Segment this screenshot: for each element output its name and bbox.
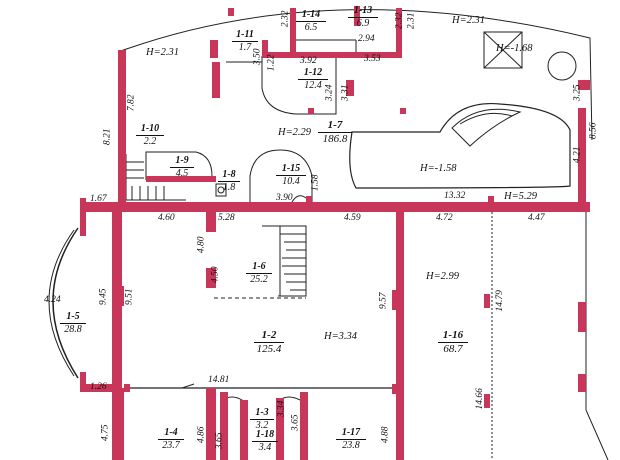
dimension-label: 4.47 xyxy=(528,213,545,223)
left-wall-lower xyxy=(112,210,122,460)
toilet-icon xyxy=(215,183,227,197)
dimension-label: 4.59 xyxy=(344,213,361,223)
dimension-label: 1.22 xyxy=(266,54,277,72)
height-label: H=2.31 xyxy=(452,15,486,26)
dimension-label: 3.50 xyxy=(252,48,263,66)
dimension-label: 8.56 xyxy=(588,122,599,140)
height-label: H=-1.68 xyxy=(496,43,533,54)
round-feature xyxy=(547,51,577,81)
dimension-label: 2.31 xyxy=(406,12,417,30)
height-label: H=2.31 xyxy=(146,47,180,58)
dimension-label: 4.75 xyxy=(100,424,111,442)
dimension-label: 1.67 xyxy=(90,194,107,204)
dimension-label: 4.21 xyxy=(572,146,583,164)
dimension-label: 14.79 xyxy=(494,290,505,312)
stair-central xyxy=(262,225,307,297)
dimension-label: 2.32 xyxy=(280,10,291,28)
dimension-label: 4.50 xyxy=(210,266,221,284)
dimension-label: 4.86 xyxy=(196,426,207,444)
height-label: H=2.99 xyxy=(426,271,460,282)
dimension-label: 14.66 xyxy=(474,388,485,410)
dimension-label: 3.53 xyxy=(364,54,381,64)
top-arc-outline xyxy=(117,9,593,141)
dimension-label: 3.31 xyxy=(340,84,351,102)
dimension-label: 14.81 xyxy=(208,375,230,385)
dimension-label: 9.57 xyxy=(378,292,389,310)
room-1-15-outline xyxy=(249,149,313,206)
height-label: H=-1.58 xyxy=(420,163,457,174)
square-marker xyxy=(483,31,523,69)
dimension-label: 2.94 xyxy=(358,34,375,44)
dimension-label: 3.65 xyxy=(290,414,301,432)
left-wall-upper xyxy=(118,50,126,210)
dimension-label: 3.65 xyxy=(214,432,225,450)
thin-lines xyxy=(48,9,609,460)
dimension-label: 2.32 xyxy=(394,12,405,30)
dimension-label: 13.32 xyxy=(444,191,466,201)
dimension-label: 4.88 xyxy=(380,426,391,444)
height-label: H=3.34 xyxy=(324,331,358,342)
dimension-label: 5.28 xyxy=(218,213,235,223)
dimension-label: 4.80 xyxy=(196,236,207,254)
walls xyxy=(80,6,590,460)
dimension-label: 1.26 xyxy=(90,382,107,392)
height-label: H=5.29 xyxy=(504,191,538,202)
dimension-label: 9.45 xyxy=(98,288,109,306)
dimension-label: 9.51 xyxy=(124,288,135,306)
right-wall xyxy=(578,108,586,212)
dimension-label: 4.24 xyxy=(44,295,61,305)
dimension-label: 4.72 xyxy=(436,213,453,223)
room-1-16-diagonal xyxy=(585,210,609,460)
height-label: H=2.29 xyxy=(278,127,312,138)
dimension-label: 3.92 xyxy=(300,56,317,66)
dimension-label: 7.82 xyxy=(126,94,137,112)
dimension-label: 3.24 xyxy=(324,84,335,102)
dimension-label: 4.60 xyxy=(158,213,175,223)
dimension-label: 3.90 xyxy=(276,193,293,203)
dimension-label: 3.25 xyxy=(572,84,583,102)
dimension-label: 8.21 xyxy=(102,128,113,146)
dimension-label: 3.34 xyxy=(276,400,287,418)
bay-window-arc xyxy=(52,227,79,379)
room-1-12-outline xyxy=(261,56,337,115)
dimension-label: 1.58 xyxy=(310,174,321,192)
main-wall-horizontal xyxy=(80,202,590,212)
pool-outline xyxy=(349,102,571,189)
